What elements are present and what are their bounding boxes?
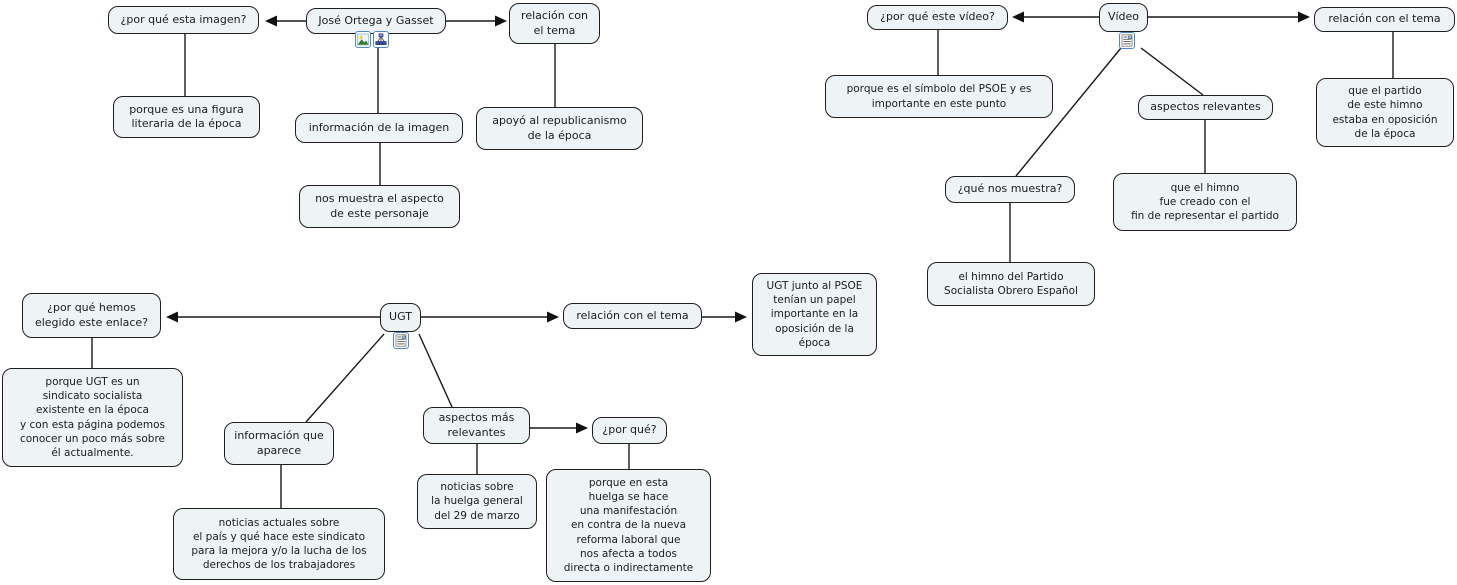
connector-lines (91, 16, 1394, 508)
connector-arrowheads (166, 11, 1310, 434)
node-porque-ugt-sindicato[interactable]: porque UGT es un sindicato socialista ex… (2, 368, 183, 467)
node-jose-ortega-y-gasset[interactable]: José Ortega y Gasset (306, 8, 446, 34)
node-aspecto-personaje[interactable]: nos muestra el aspecto de este personaje (299, 185, 460, 228)
node-aspectos-mas-relevantes[interactable]: aspectos más relevantes (423, 407, 530, 444)
node-partido-en-oposicion[interactable]: que el partido de este himno estaba en o… (1316, 78, 1454, 147)
concept-map-resource-icon[interactable] (373, 31, 389, 48)
document-resource-icon[interactable] (393, 332, 409, 349)
node-por-que[interactable]: ¿por qué? (592, 417, 667, 444)
node-informacion-que-aparece[interactable]: información que aparece (224, 422, 334, 465)
node-figura-literaria[interactable]: porque es una figura literaria de la épo… (113, 96, 260, 138)
node-ugt[interactable]: UGT (380, 303, 421, 332)
node-himno-creado[interactable]: que el himno fue creado con el fin de re… (1113, 173, 1297, 231)
resource-icon-tray-ugt (393, 332, 409, 349)
node-video[interactable]: Vídeo (1099, 3, 1148, 32)
node-relacion-con-el-tema-imagen[interactable]: relación con el tema (509, 3, 600, 44)
image-resource-icon[interactable] (355, 31, 371, 48)
node-noticias-huelga[interactable]: noticias sobre la huelga general del 29 … (417, 474, 537, 529)
node-porque-huelga[interactable]: porque en esta huelga se hace una manife… (546, 469, 711, 582)
node-relacion-con-el-tema-ugt[interactable]: relación con el tema (563, 303, 702, 329)
node-por-que-este-enlace[interactable]: ¿por qué hemos elegido este enlace? (22, 293, 161, 338)
node-ugt-junto-psoe[interactable]: UGT junto al PSOE tenían un papel import… (752, 273, 877, 356)
document-resource-icon[interactable] (1119, 32, 1135, 49)
resource-icon-tray-video (1119, 32, 1135, 49)
node-por-que-esta-imagen[interactable]: ¿por qué esta imagen? (108, 6, 259, 34)
node-simbolo-psoe[interactable]: porque es el símbolo del PSOE y es impor… (825, 75, 1053, 118)
node-apoyo-republicanismo[interactable]: apoyó al republicanismo de la época (476, 107, 643, 150)
node-aspectos-relevantes[interactable]: aspectos relevantes (1138, 95, 1273, 120)
node-por-que-este-video[interactable]: ¿por qué este vídeo? (867, 5, 1008, 30)
node-relacion-con-el-tema-video[interactable]: relación con el tema (1314, 7, 1455, 32)
resource-icon-tray-jose-ortega (355, 31, 389, 48)
node-que-nos-muestra[interactable]: ¿qué nos muestra? (945, 176, 1075, 203)
node-informacion-de-la-imagen[interactable]: información de la imagen (295, 113, 463, 143)
node-himno-psoe[interactable]: el himno del Partido Socialista Obrero E… (927, 262, 1095, 306)
node-noticias-actuales[interactable]: noticias actuales sobre el país y qué ha… (173, 508, 385, 580)
